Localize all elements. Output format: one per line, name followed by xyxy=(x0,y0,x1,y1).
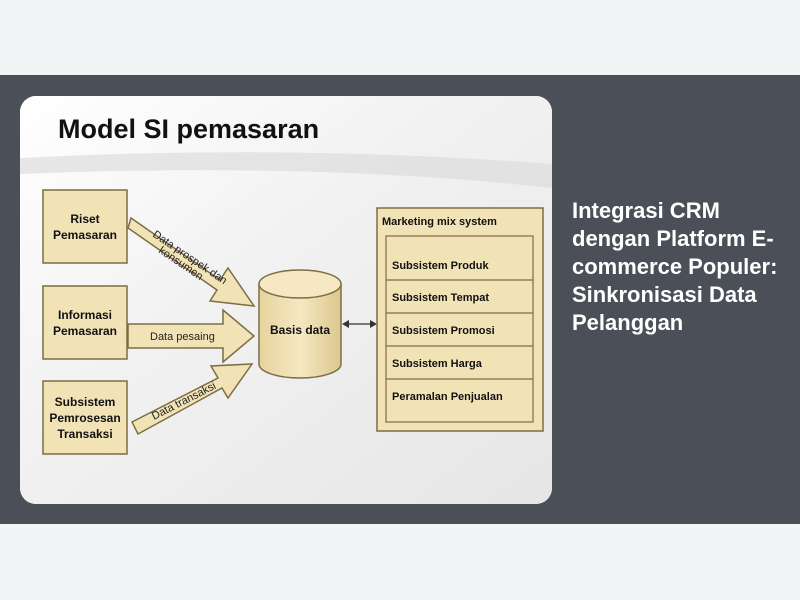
input-label-line3: Transaksi xyxy=(57,427,112,441)
arrow-data-pesaing: Data pesaing xyxy=(127,308,256,364)
marketing-mix-system: Marketing mix system Subsistem Produk Su… xyxy=(376,207,544,432)
input-label-line1: Informasi xyxy=(58,308,112,322)
input-label-line2: Pemasaran xyxy=(53,324,117,338)
input-label-line2: Pemrosesan xyxy=(49,411,120,425)
mix-item: Subsistem Promosi xyxy=(392,325,495,337)
diagram-title: Model SI pemasaran xyxy=(58,114,319,144)
input-label-line1: Subsistem xyxy=(55,395,116,409)
input-box-riset: Riset Pemasaran xyxy=(42,189,128,264)
input-box-subsistem: Subsistem Pemrosesan Transaksi xyxy=(42,380,128,455)
marketing-mix-title: Marketing mix system xyxy=(382,216,497,228)
diagram-card: Model SI pemasaran Riset Pemasaran Infor… xyxy=(20,96,552,504)
marketing-si-diagram: Model SI pemasaran Riset Pemasaran Infor… xyxy=(20,96,552,504)
headline: Integrasi CRM dengan Platform E-commerce… xyxy=(572,198,778,335)
database-label: Basis data xyxy=(270,323,330,337)
mix-item: Subsistem Tempat xyxy=(392,292,489,304)
input-box-informasi: Informasi Pemasaran xyxy=(42,285,128,360)
mix-item: Subsistem Produk xyxy=(392,260,489,272)
database-cylinder: Basis data xyxy=(258,269,342,379)
mix-item: Subsistem Harga xyxy=(392,358,483,370)
arrow-data-prospek: Data prospek dan konsumen xyxy=(127,216,256,307)
input-label-line1: Riset xyxy=(70,212,99,226)
arrow-label: Data pesaing xyxy=(150,331,215,343)
input-label-line2: Pemasaran xyxy=(53,228,117,242)
db-mix-connector xyxy=(342,320,377,328)
title-swoosh xyxy=(20,152,552,188)
mix-item: Peramalan Penjualan xyxy=(392,391,503,403)
